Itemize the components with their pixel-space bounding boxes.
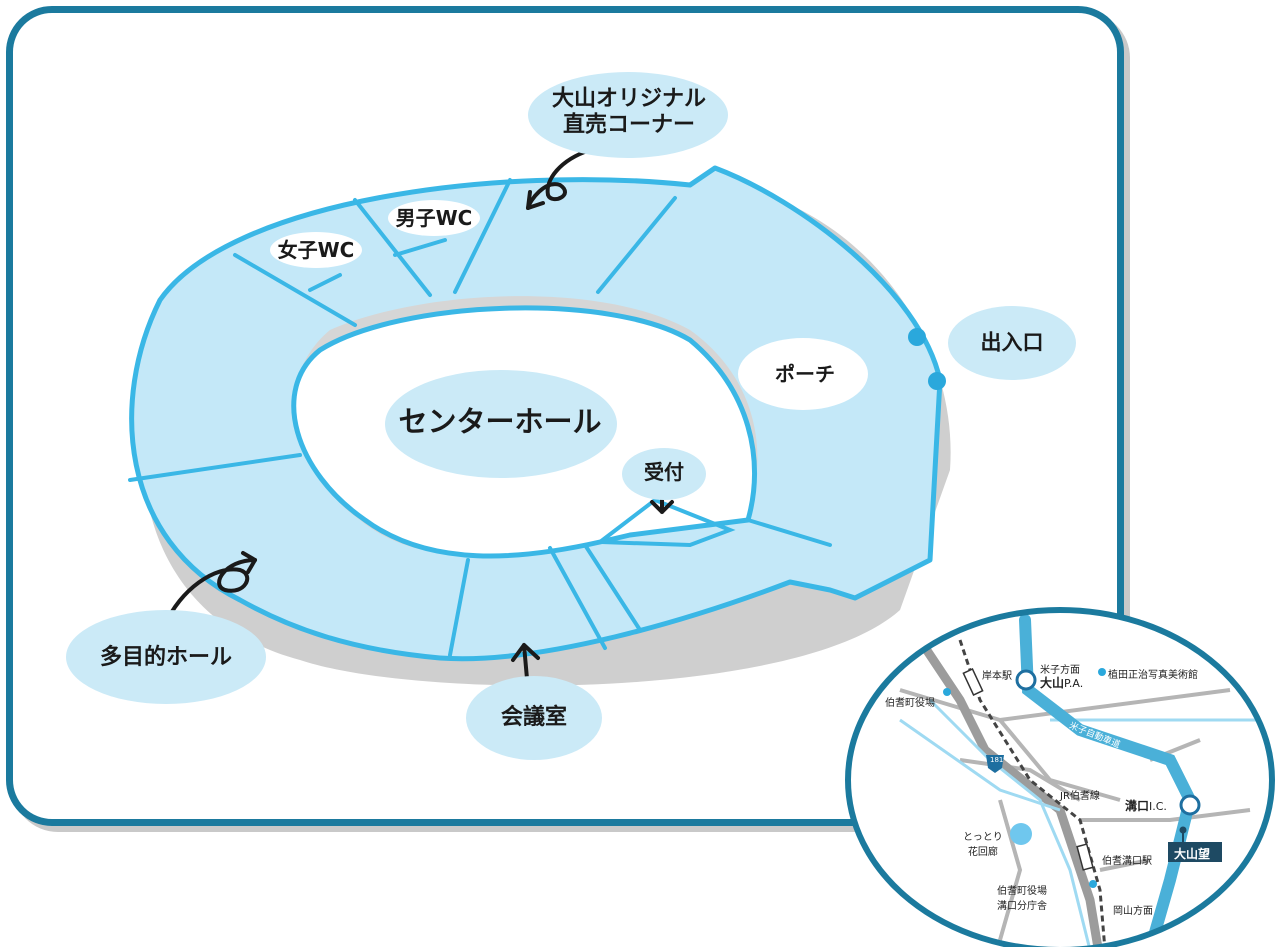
mens-wc-label: 男子WC <box>395 206 473 230</box>
branch-office-marker <box>1089 880 1097 888</box>
museum-marker <box>1098 668 1106 676</box>
original-corner-line1: 大山オリジナル <box>551 86 707 112</box>
map-daisenbo-label: 大山望 <box>1174 847 1211 861</box>
daisenbo-badge <box>1168 842 1222 862</box>
entrance-label: 出入口 <box>980 330 1044 355</box>
map-jr-line: JR伯耆線 <box>1060 791 1100 802</box>
reception-blob <box>622 448 706 500</box>
route-181 <box>916 637 1105 947</box>
arrow-to-multipurpose <box>163 558 257 627</box>
original-corner-blob <box>528 72 728 158</box>
map-mizokuchi-station: 伯耆溝口駅 <box>1102 856 1152 867</box>
porch-blob <box>738 338 868 410</box>
entrance-dot-1 <box>908 328 926 346</box>
kishimoto-station-marker <box>962 668 984 696</box>
meeting-room-blob <box>466 676 602 760</box>
river <box>928 698 1092 947</box>
multipurpose-label: 多目的ホール <box>99 644 233 670</box>
pointer-arrows <box>163 148 674 692</box>
map-branch-office: 伯耆町役場溝口分庁舎 <box>997 886 1047 912</box>
map-ueda-museum: 植田正治写真美術館 <box>1108 670 1198 681</box>
entrance-dot-2 <box>928 372 946 390</box>
original-corner-line2: 直売コーナー <box>562 113 696 138</box>
reception-label: 受付 <box>644 460 684 484</box>
map-route-number: 181 <box>990 756 1004 764</box>
map-flower-park: とっとり花回廊 <box>963 832 1003 858</box>
room-dividers <box>128 178 832 657</box>
route-shield <box>986 755 1004 773</box>
map-kishimoto-station: 岸本駅 <box>982 671 1012 682</box>
center-hall-label: センターホール <box>398 404 602 439</box>
multipurpose-blob <box>66 610 266 704</box>
daisen-pa-marker <box>1015 669 1037 691</box>
entrance-blob <box>948 306 1076 380</box>
mizokuchi-ic-marker <box>1179 794 1201 816</box>
womens-wc-blob <box>270 232 362 268</box>
map-yonago-direction: 米子方面 <box>1040 665 1080 676</box>
map-daisen-pa: 大山P.A. <box>1040 676 1084 690</box>
flower-park-marker <box>1010 823 1032 845</box>
map-mizokuchi-ic: 溝口I.C. <box>1125 799 1167 813</box>
original-corner-label: 大山オリジナル 直売コーナー <box>552 87 706 140</box>
womens-wc-label: 女子WC <box>277 238 355 262</box>
mens-wc-blob <box>388 200 480 236</box>
porch-label: ポーチ <box>775 362 835 386</box>
map-okayama-direction: 岡山方面 <box>1113 906 1153 917</box>
center-hall-blob <box>385 370 617 478</box>
mizokuchi-station-marker <box>1076 843 1094 871</box>
map-roads <box>899 688 1251 941</box>
town-office-marker <box>943 688 951 696</box>
arrow-to-shop <box>526 148 592 210</box>
map-town-office: 伯耆町役場 <box>885 698 935 709</box>
meeting-room-label: 会議室 <box>500 704 568 730</box>
map-border <box>845 607 1275 947</box>
